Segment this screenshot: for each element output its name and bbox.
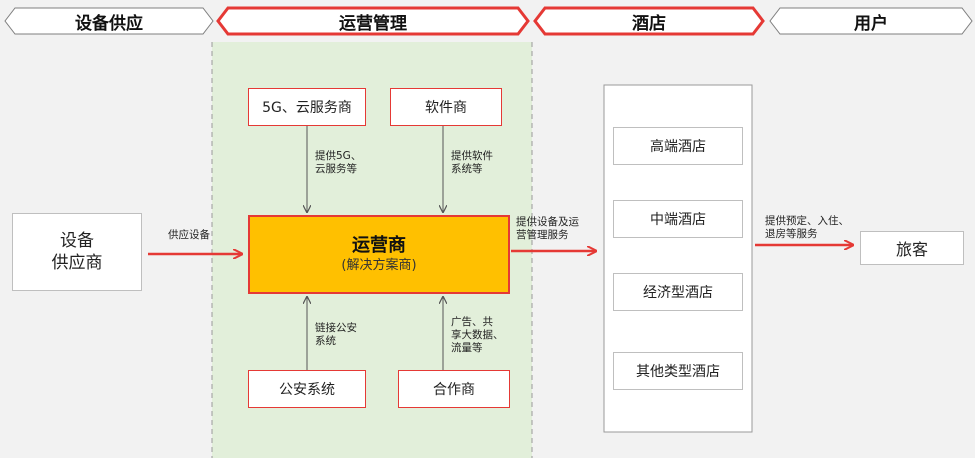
label-software-line2: 系统等 [451, 163, 483, 175]
label-cloud-line1: 提供5G、 [315, 150, 362, 162]
cloud-provider-label: 5G、云服务商 [262, 100, 352, 116]
police-system-label: 公安系统 [279, 382, 335, 398]
cooperation-partner-box: 合作商 [398, 370, 510, 408]
hotel-budget: 经济型酒店 [613, 273, 743, 311]
header-user: 用户 [854, 13, 888, 34]
hotel-high-end-label: 高端酒店 [650, 139, 706, 155]
header-shape-hotel [533, 6, 765, 36]
label-software-line1: 提供软件 [451, 150, 493, 162]
header-operations: 运营管理 [339, 13, 407, 34]
hotel-budget-label: 经济型酒店 [643, 285, 713, 301]
label-cloud-line2: 云服务等 [315, 163, 357, 175]
label-police-line1: 链接公安 [315, 322, 357, 334]
label-user-line1: 提供预定、入住、 [765, 215, 849, 227]
device-supplier-line1: 设备 [60, 231, 94, 251]
hotel-other: 其他类型酒店 [613, 352, 743, 390]
header-shape-supply [4, 7, 214, 35]
label-coop: 广告、共 享大数据、 流量等 [451, 316, 504, 355]
label-user-line2: 退房等服务 [765, 228, 818, 240]
label-ops: 提供设备及运 营管理服务 [516, 216, 579, 242]
hotel-mid-range: 中端酒店 [613, 200, 743, 238]
device-supplier-line2: 供应商 [51, 253, 103, 273]
label-supply: 供应设备 [168, 229, 210, 241]
label-coop-line2: 享大数据、 [451, 329, 504, 341]
label-cloud: 提供5G、 云服务等 [315, 150, 361, 176]
header-shape-user [769, 7, 973, 35]
hotel-other-label: 其他类型酒店 [636, 364, 720, 380]
label-police: 链接公安 系统 [315, 322, 357, 348]
label-coop-line1: 广告、共 [451, 316, 493, 328]
label-software: 提供软件 系统等 [451, 150, 493, 176]
software-vendor-label: 软件商 [425, 100, 467, 116]
header-shape-operations [216, 6, 530, 36]
software-vendor-box: 软件商 [390, 88, 502, 126]
label-police-line2: 系统 [315, 335, 336, 347]
header-device-supply: 设备供应 [75, 13, 143, 34]
header-hotel: 酒店 [632, 13, 666, 34]
label-coop-line3: 流量等 [451, 342, 483, 354]
operator-subtitle: (解决方案商) [341, 257, 417, 273]
hotel-high-end: 高端酒店 [613, 127, 743, 165]
label-user-service: 提供预定、入住、 退房等服务 [765, 215, 849, 241]
police-system-box: 公安系统 [248, 370, 366, 408]
label-ops-line1: 提供设备及运 [516, 216, 579, 228]
operator-title: 运营商 [352, 234, 406, 256]
device-supplier-box: 设备 供应商 [12, 213, 142, 291]
label-ops-line2: 营管理服务 [516, 229, 569, 241]
hotel-mid-range-label: 中端酒店 [650, 212, 706, 228]
cooperation-partner-label: 合作商 [433, 382, 475, 398]
cloud-provider-box: 5G、云服务商 [248, 88, 366, 126]
operator-box: 运营商 (解决方案商) [248, 215, 510, 294]
traveler-box: 旅客 [860, 231, 964, 265]
traveler-label: 旅客 [895, 240, 928, 259]
